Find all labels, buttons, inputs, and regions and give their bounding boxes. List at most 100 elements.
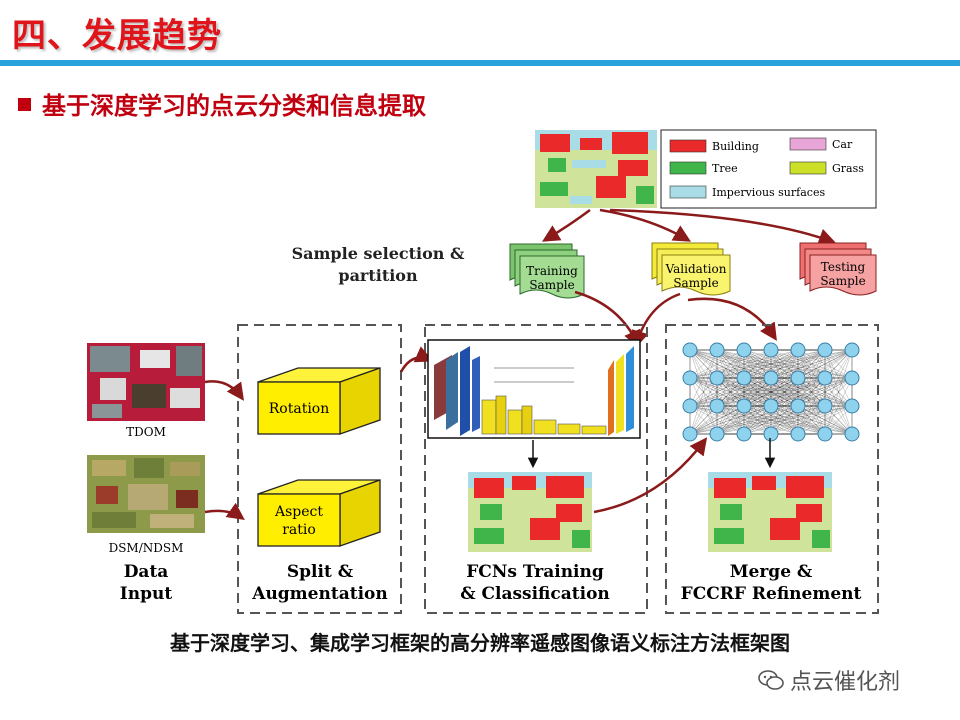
validation-sample-label-1: Validation bbox=[665, 262, 727, 276]
merge-box bbox=[665, 324, 879, 614]
crf-node bbox=[844, 398, 860, 414]
legend-item-tree: Tree bbox=[669, 161, 738, 175]
rotation-cube: Rotation bbox=[257, 367, 381, 435]
dsm-image bbox=[87, 455, 205, 533]
crf-node bbox=[709, 342, 725, 358]
legend-label-impervious: Impervious surfaces bbox=[712, 186, 825, 199]
fcn-label-1: FCNs Training bbox=[466, 562, 604, 582]
aspect-ratio-cube: Aspect ratio bbox=[257, 479, 381, 547]
training-sample-label-1: Training bbox=[526, 264, 578, 278]
testing-sample-label-1: Testing bbox=[821, 260, 866, 274]
legend-label-car: Car bbox=[832, 138, 853, 151]
legend-label-grass: Grass bbox=[832, 162, 864, 175]
crf-edge bbox=[689, 377, 745, 407]
page-title: 四、发展趋势 bbox=[12, 16, 222, 56]
data-input-label-1: Data bbox=[124, 562, 169, 582]
crf-node bbox=[817, 342, 833, 358]
data-input-label-2: Input bbox=[120, 584, 173, 604]
crf-node bbox=[709, 398, 725, 414]
crf-node bbox=[844, 370, 860, 386]
crf-node bbox=[682, 398, 698, 414]
testing-sample-label-2: Sample bbox=[820, 274, 865, 288]
fcn-output-map bbox=[468, 472, 592, 552]
sample-selection-heading-1: Sample selection & bbox=[292, 244, 465, 263]
merge-label-2: FCCRF Refinement bbox=[681, 584, 862, 604]
legend-label-building: Building bbox=[712, 140, 759, 153]
crf-node bbox=[817, 426, 833, 442]
split-augmentation-box bbox=[237, 324, 402, 614]
legend: Building Car Tree Grass Impervious surfa… bbox=[660, 129, 877, 209]
arrow-dsm-to-aspect bbox=[204, 502, 245, 521]
crf-node bbox=[763, 398, 779, 414]
aspect-label-1: Aspect bbox=[274, 504, 323, 520]
crf-node bbox=[790, 370, 806, 386]
legend-item-grass: Grass bbox=[789, 161, 864, 175]
legend-item-car: Car bbox=[789, 137, 853, 151]
crf-node bbox=[709, 370, 725, 386]
crf-node bbox=[682, 342, 698, 358]
dsm-label: DSM/NDSM bbox=[109, 541, 184, 555]
crf-node bbox=[736, 426, 752, 442]
crf-node bbox=[790, 426, 806, 442]
validation-sample-label-2: Sample bbox=[673, 276, 718, 290]
crf-node bbox=[844, 342, 860, 358]
crf-node bbox=[790, 398, 806, 414]
crf-edge bbox=[770, 405, 853, 435]
reference-label-map bbox=[535, 130, 657, 208]
bullet-square-icon bbox=[18, 98, 31, 111]
arrow-split-to-fcn bbox=[399, 346, 434, 373]
merge-label-1: Merge & bbox=[730, 562, 813, 582]
crf-node bbox=[763, 426, 779, 442]
legend-item-building: Building bbox=[669, 139, 759, 153]
crf-node bbox=[736, 398, 752, 414]
section-subtitle: 基于深度学习的点云分类和信息提取 bbox=[42, 92, 426, 120]
aspect-label-2: ratio bbox=[282, 522, 316, 538]
split-label-2: Augmentation bbox=[251, 584, 387, 604]
crf-graph bbox=[682, 342, 860, 442]
arrow-validation-to-fcn bbox=[631, 292, 681, 349]
split-label-1: Split & bbox=[287, 562, 354, 582]
watermark: 点云催化剂 bbox=[758, 664, 900, 696]
legend-item-impervious: Impervious surfaces bbox=[669, 185, 825, 199]
tdom-image bbox=[87, 343, 205, 421]
crf-edge bbox=[743, 405, 853, 435]
sample-selection-heading-2: partition bbox=[338, 266, 418, 285]
arrow-fcn-to-crf bbox=[593, 437, 708, 514]
crf-node bbox=[736, 342, 752, 358]
arrow-to-merge bbox=[687, 297, 777, 341]
arrow-to-validation bbox=[599, 208, 692, 242]
fcn-network-illustration bbox=[427, 339, 641, 439]
crf-edge bbox=[689, 377, 799, 407]
crf-edge bbox=[689, 405, 772, 435]
crf-edge bbox=[743, 377, 853, 407]
fcn-label-2: & Classification bbox=[460, 584, 610, 604]
validation-sample-stack: Validation Sample bbox=[651, 242, 731, 296]
crf-edge bbox=[689, 349, 799, 379]
crf-node bbox=[736, 370, 752, 386]
crf-node bbox=[682, 426, 698, 442]
crf-edge bbox=[797, 405, 853, 435]
watermark-text: 点云催化剂 bbox=[790, 670, 901, 695]
training-sample-label-2: Sample bbox=[529, 278, 574, 292]
arrow-training-to-fcn bbox=[574, 290, 641, 349]
crf-edge bbox=[689, 405, 745, 435]
figure-caption: 基于深度学习、集成学习框架的高分辨率遥感图像语义标注方法框架图 bbox=[170, 631, 790, 655]
arrow-tdom-to-rotation bbox=[204, 380, 245, 401]
title-divider bbox=[0, 60, 960, 66]
crf-node bbox=[763, 342, 779, 358]
crf-node bbox=[763, 370, 779, 386]
legend-label-tree: Tree bbox=[712, 162, 738, 175]
crf-edge bbox=[689, 377, 772, 407]
crf-node bbox=[682, 370, 698, 386]
crf-node bbox=[709, 426, 725, 442]
refined-output-map bbox=[708, 472, 832, 552]
crf-edge bbox=[689, 349, 745, 379]
crf-node bbox=[817, 398, 833, 414]
training-sample-stack: Training Sample bbox=[509, 243, 585, 299]
crf-node bbox=[844, 426, 860, 442]
crf-node bbox=[817, 370, 833, 386]
tdom-label: TDOM bbox=[126, 425, 166, 439]
arrow-to-training bbox=[541, 208, 591, 242]
rotation-label: Rotation bbox=[269, 401, 330, 417]
